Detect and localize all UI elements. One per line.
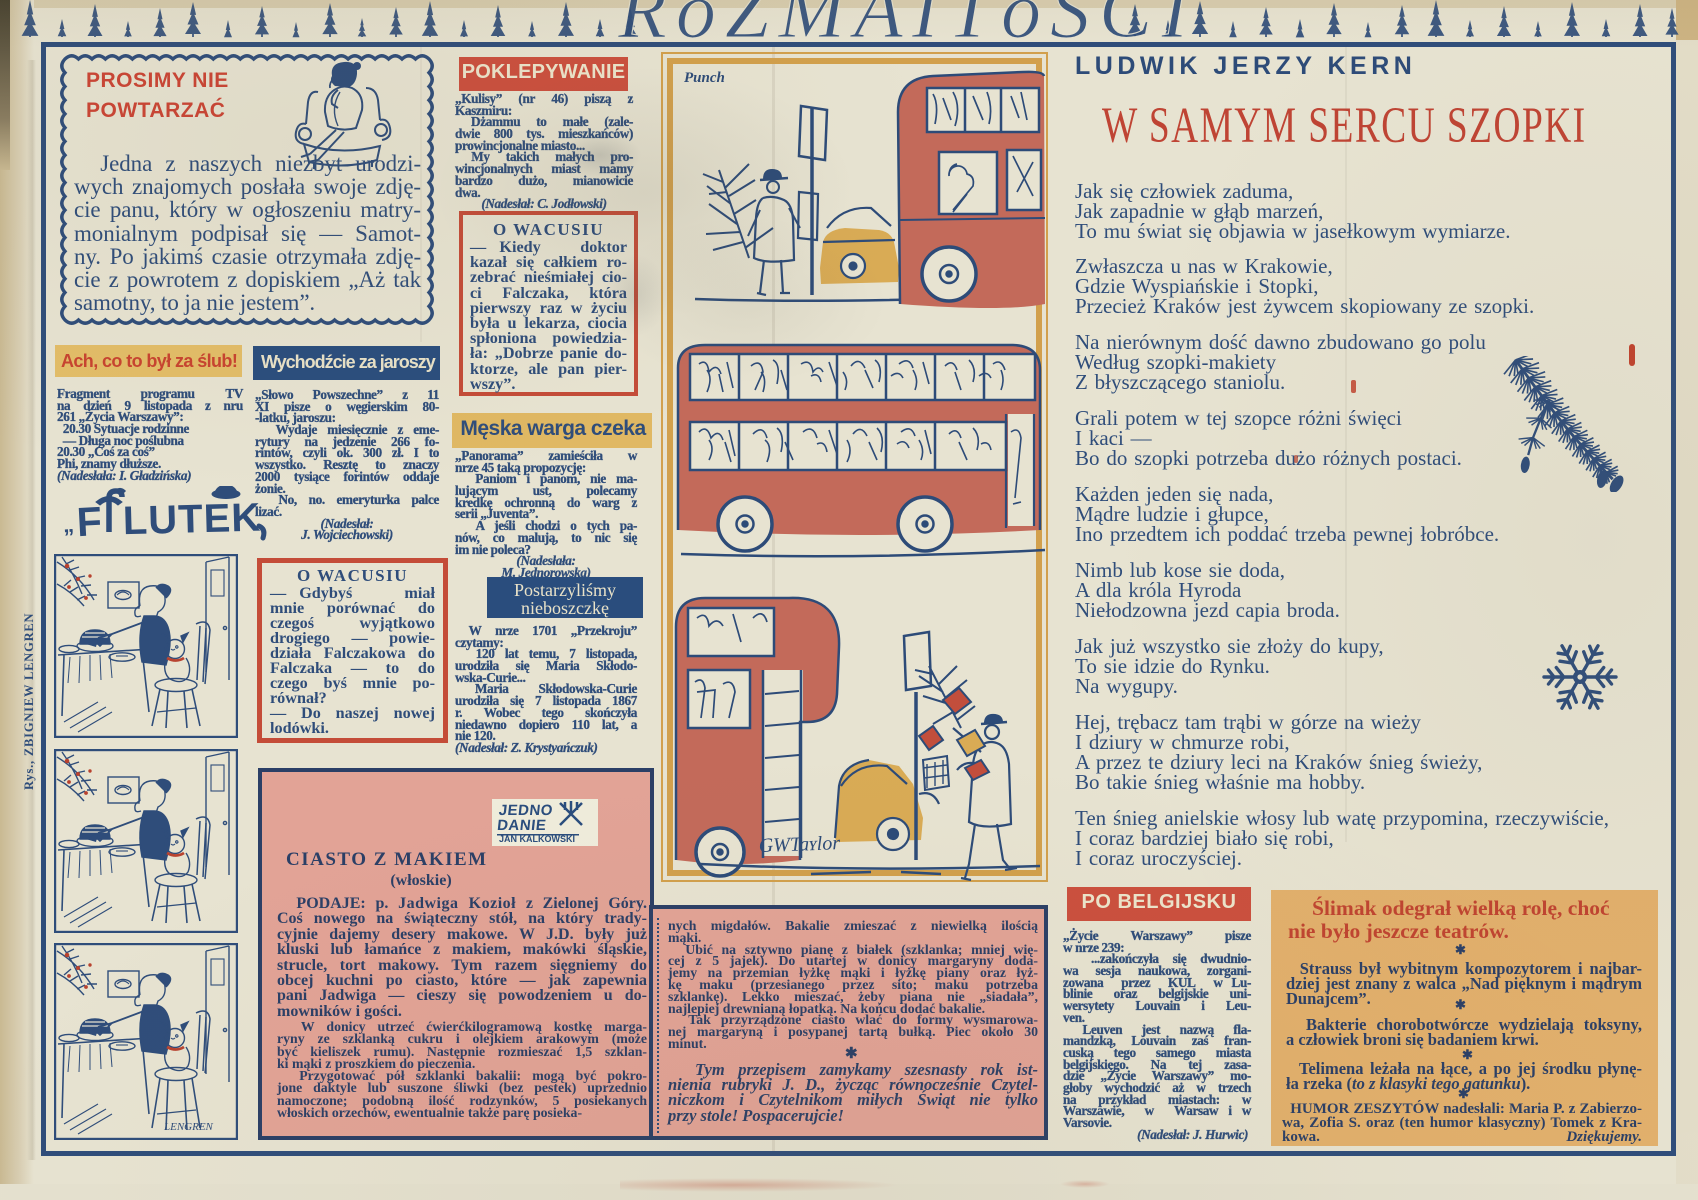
svg-text:Punch: Punch	[684, 70, 725, 86]
svg-text:LUTEK: LUTEK	[122, 496, 261, 544]
svg-text:JAN KALKOWSKI: JAN KALKOWSKI	[499, 834, 575, 844]
svg-text:LENGREN: LENGREN	[163, 1121, 214, 1133]
svg-text:DANIE: DANIE	[496, 817, 547, 834]
svg-text:„: „	[63, 512, 75, 538]
svg-text:GWTaʏlor: GWTaʏlor	[758, 832, 840, 857]
svg-text:JEDNO: JEDNO	[498, 802, 554, 819]
svg-text:F: F	[76, 498, 103, 545]
